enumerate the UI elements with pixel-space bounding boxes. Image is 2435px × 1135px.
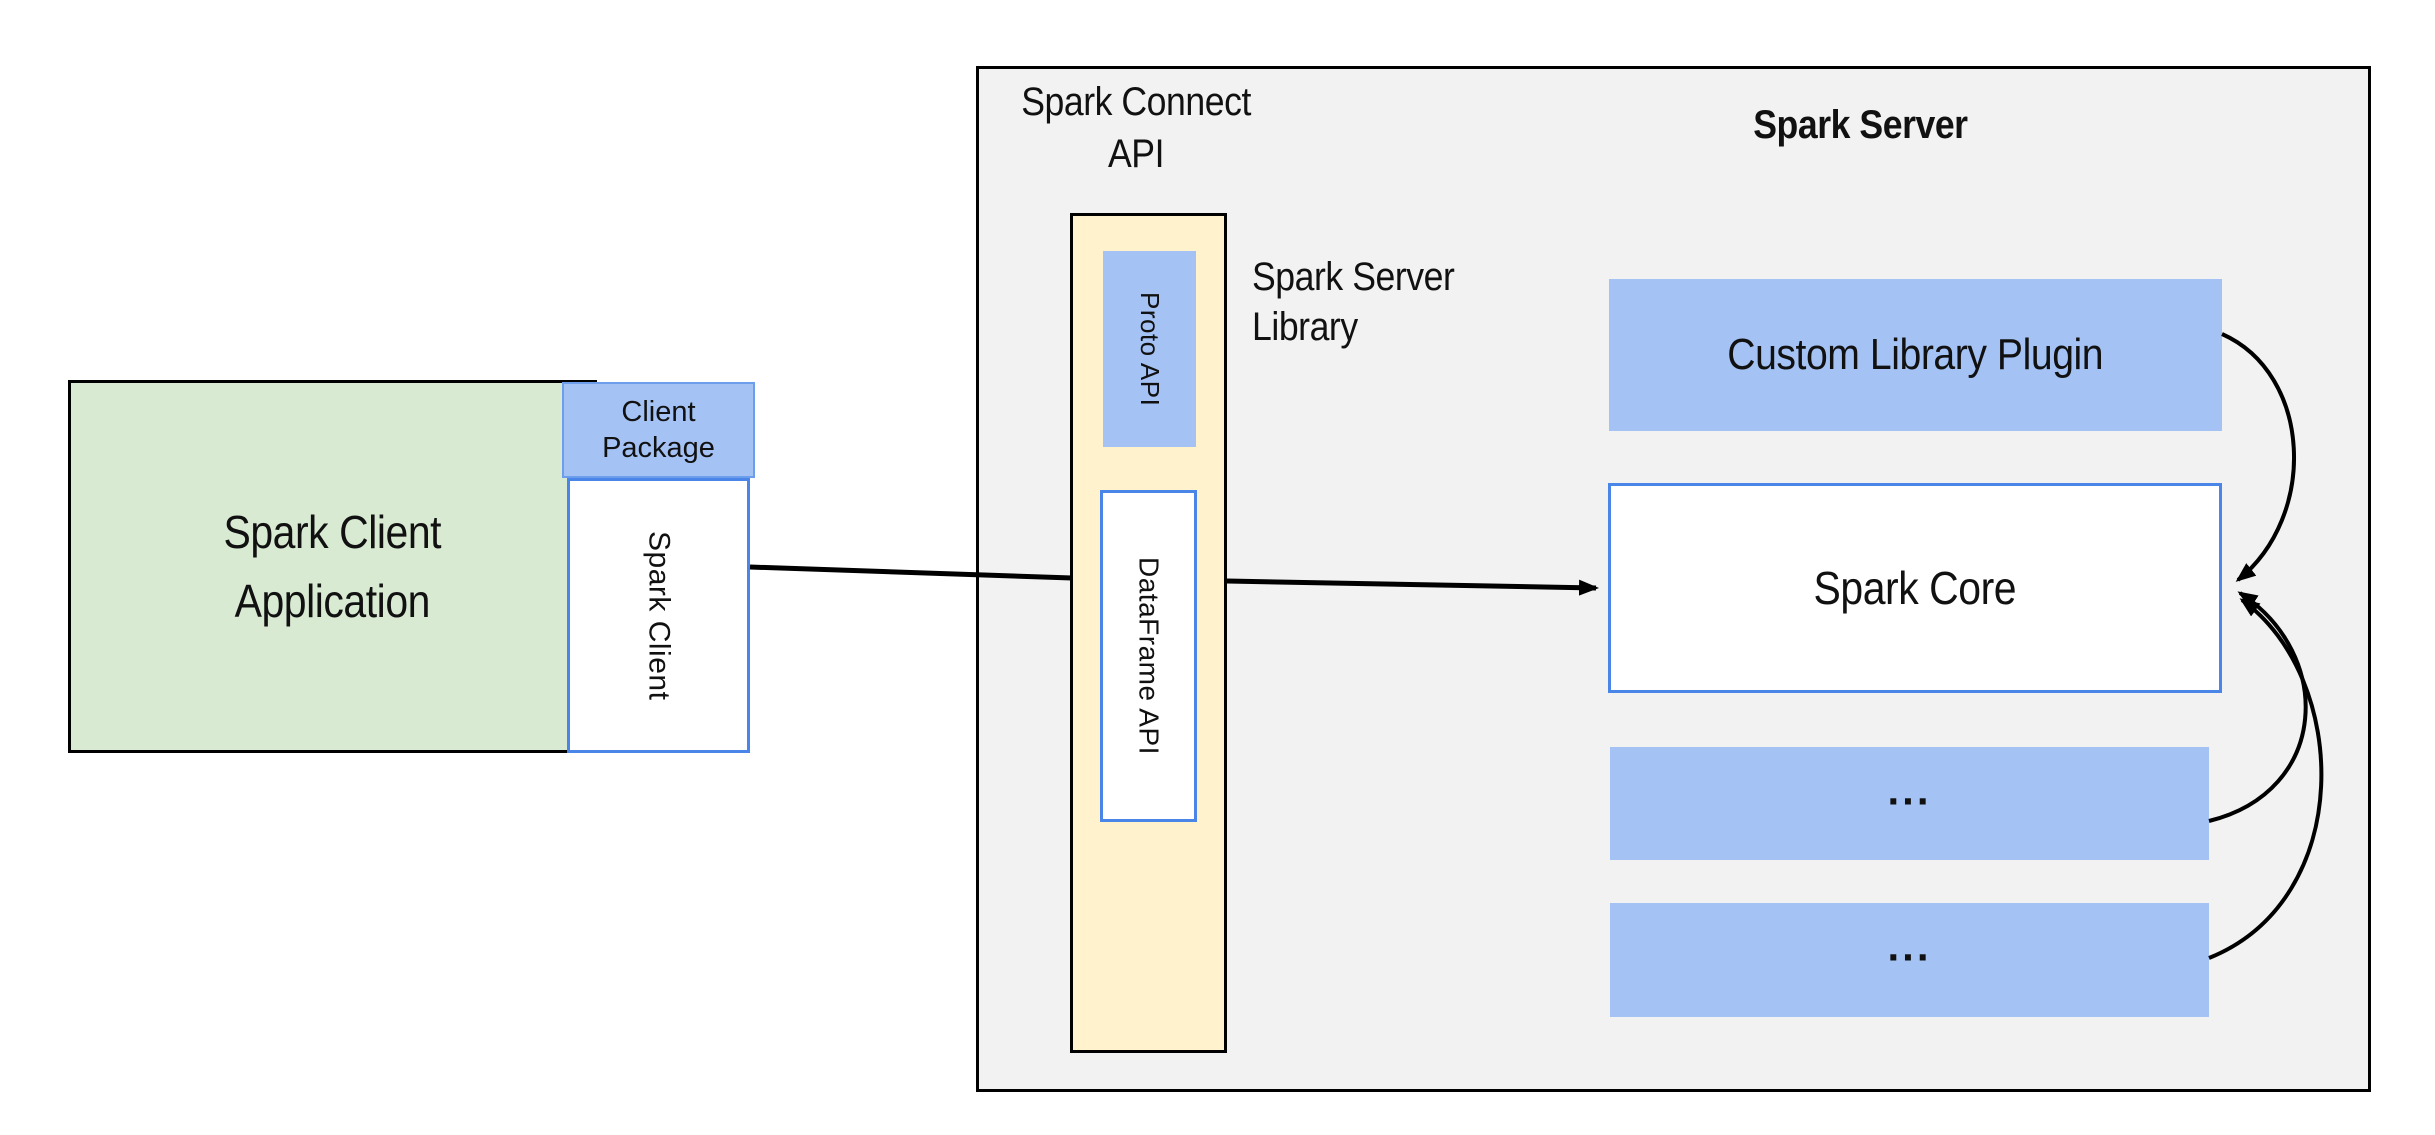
more-plugins-box-2: ... (1610, 903, 2209, 1017)
spark-client-box: Spark Client (567, 478, 750, 753)
spark-server-library-label: Spark Server Library (1252, 255, 1455, 349)
spark-core-box: Spark Core (1608, 483, 2222, 693)
spark-client-label: Spark Client (642, 530, 676, 701)
more-plugins-box-1: ... (1610, 747, 2209, 860)
dataframe-api-label: DataFrame API (1133, 557, 1165, 755)
custom-library-plugin-box: Custom Library Plugin (1609, 279, 2222, 431)
spark-connect-api-title: Spark Connect API (1021, 80, 1251, 176)
more-plugins-label-1: ... (1887, 766, 1932, 814)
proto-api-label: Proto API (1135, 291, 1165, 407)
proto-api-box: Proto API (1103, 251, 1196, 447)
more-plugins-label-2: ... (1887, 922, 1932, 970)
client-package-label: Client Package (602, 395, 715, 464)
dataframe-api-box: DataFrame API (1100, 490, 1197, 822)
spark-client-application-box: Spark Client Application (68, 380, 597, 753)
spark-core-label: Spark Core (1813, 562, 2017, 614)
client-package-box: Client Package (562, 382, 755, 478)
custom-library-plugin-label: Custom Library Plugin (1727, 330, 2104, 379)
spark-server-title: Spark Server (1752, 103, 1968, 147)
spark-client-application-label: Spark Client Application (223, 505, 442, 627)
